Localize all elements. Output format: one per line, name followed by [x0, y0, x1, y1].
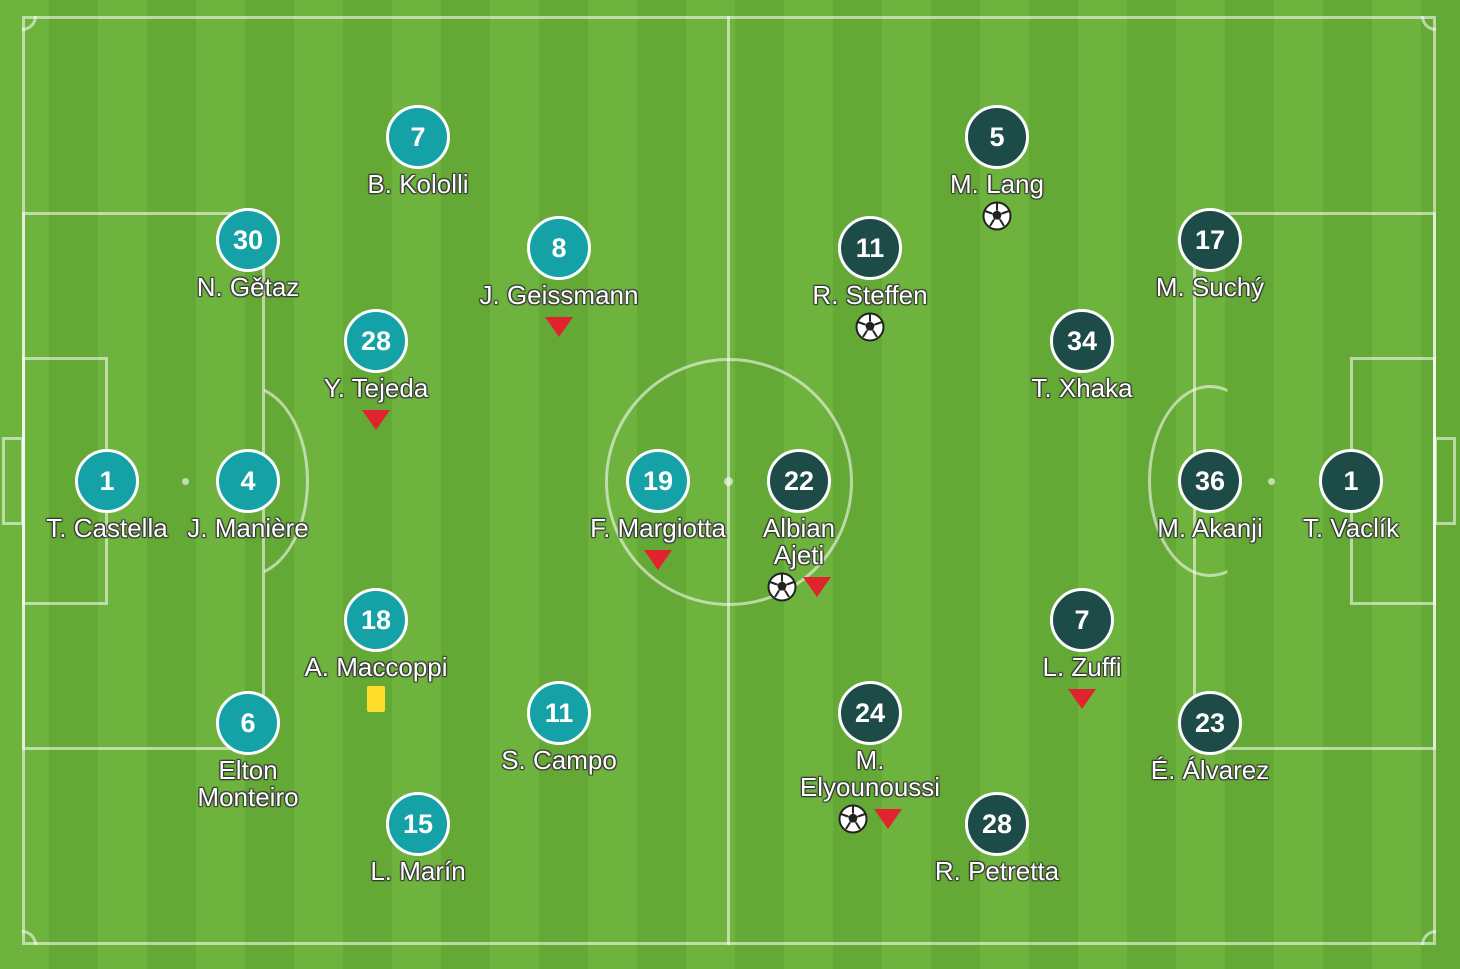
player-name: Y. Tejeda — [323, 373, 429, 403]
player-home-margiotta[interactable]: 19 F. Margiotta — [578, 449, 738, 576]
player-away-zuffi[interactable]: 7 L. Zuffi — [1002, 588, 1162, 715]
player-number-badge: 4 — [216, 449, 280, 513]
player-number-badge: 28 — [965, 792, 1029, 856]
player-away-steffen[interactable]: 11 R. Steffen — [790, 216, 950, 343]
player-number-badge: 1 — [75, 449, 139, 513]
player-home-getaz[interactable]: 30 N. Gětaz — [168, 208, 328, 335]
corner-arc-top-left — [22, 16, 37, 31]
player-number-badge: 34 — [1050, 309, 1114, 373]
player-events — [767, 571, 831, 603]
player-away-akanji[interactable]: 36 M. Akanji — [1130, 449, 1290, 576]
player-home-kololli[interactable]: 7 B. Kololli — [338, 105, 498, 232]
player-events — [362, 404, 390, 436]
goal-ball-icon — [767, 572, 797, 602]
substitution-icon — [1068, 689, 1096, 709]
player-number-badge: 8 — [527, 216, 591, 280]
player-name: R. Steffen — [812, 280, 928, 310]
player-number-badge: 7 — [386, 105, 450, 169]
player-number-badge: 36 — [1178, 449, 1242, 513]
substitution-icon — [874, 809, 902, 829]
player-home-maccoppi[interactable]: 18 A. Maccoppi — [296, 588, 456, 715]
player-away-xhaka[interactable]: 34 T. Xhaka — [1002, 309, 1162, 436]
left-goal — [2, 437, 24, 525]
player-number-badge: 17 — [1178, 208, 1242, 272]
right-goal — [1434, 437, 1456, 525]
player-number-badge: 19 — [626, 449, 690, 513]
player-away-elyounoussi[interactable]: 24 M. Elyounoussi — [790, 681, 950, 835]
player-events — [1068, 683, 1096, 715]
player-number-badge: 7 — [1050, 588, 1114, 652]
player-number-badge: 22 — [767, 449, 831, 513]
player-home-castella[interactable]: 1 T. Castella — [27, 449, 187, 576]
player-home-elton-monteiro[interactable]: 6 Elton Monteiro — [168, 691, 328, 845]
player-number-badge: 11 — [527, 681, 591, 745]
corner-arc-top-right — [1421, 16, 1436, 31]
player-name: L. Zuffi — [1042, 652, 1122, 682]
player-name: Albian Ajeti — [762, 513, 836, 570]
corner-arc-bottom-left — [22, 930, 37, 945]
center-circle — [605, 358, 853, 606]
player-number-badge: 11 — [838, 216, 902, 280]
player-home-campo[interactable]: 11 S. Campo — [479, 681, 639, 808]
player-events — [545, 311, 573, 343]
player-away-petretta[interactable]: 28 R. Petretta — [917, 792, 1077, 919]
player-number-badge: 24 — [838, 681, 902, 745]
player-name: J. Geissmann — [479, 280, 639, 310]
center-spot — [724, 477, 733, 486]
player-name: L. Marín — [370, 856, 466, 886]
player-number-badge: 28 — [344, 309, 408, 373]
player-away-ajeti[interactable]: 22 Albian Ajeti — [719, 449, 879, 603]
substitution-icon — [644, 550, 672, 570]
player-name: T. Vaclík — [1302, 513, 1400, 543]
player-number-badge: 6 — [216, 691, 280, 755]
player-number-badge: 15 — [386, 792, 450, 856]
player-events — [982, 200, 1012, 232]
player-name: F. Margiotta — [590, 513, 726, 543]
player-away-lang[interactable]: 5 M. Lang — [917, 105, 1077, 232]
player-home-geissmann[interactable]: 8 J. Geissmann — [479, 216, 639, 343]
player-away-vaclik[interactable]: 1 T. Vaclík — [1271, 449, 1431, 576]
substitution-icon — [803, 577, 831, 597]
player-number-badge: 5 — [965, 105, 1029, 169]
player-events — [838, 803, 902, 835]
player-number-badge: 30 — [216, 208, 280, 272]
player-name: M. Elyounoussi — [799, 745, 941, 802]
left-penalty-spot — [182, 478, 189, 485]
player-number-badge: 1 — [1319, 449, 1383, 513]
player-name: S. Campo — [501, 745, 617, 775]
player-name: R. Petretta — [934, 856, 1060, 886]
player-home-marin[interactable]: 15 L. Marín — [338, 792, 498, 919]
player-name: T. Xhaka — [1031, 373, 1133, 403]
player-name: N. Gětaz — [196, 272, 300, 302]
goal-ball-icon — [982, 201, 1012, 231]
player-home-tejeda[interactable]: 28 Y. Tejeda — [296, 309, 456, 436]
player-name: A. Maccoppi — [304, 652, 448, 682]
corner-arc-bottom-right — [1421, 930, 1436, 945]
right-penalty-spot — [1268, 478, 1275, 485]
player-home-maniere[interactable]: 4 J. Manière — [168, 449, 328, 576]
player-away-suchy[interactable]: 17 M. Suchý — [1130, 208, 1290, 335]
player-name: Elton Monteiro — [197, 755, 299, 812]
player-away-alvarez[interactable]: 23 É. Álvarez — [1130, 691, 1290, 818]
goal-ball-icon — [855, 312, 885, 342]
player-name: J. Manière — [187, 513, 309, 543]
player-events — [367, 683, 385, 715]
player-events — [644, 544, 672, 576]
yellow-card-icon — [367, 686, 385, 712]
player-number-badge: 23 — [1178, 691, 1242, 755]
player-name: M. Akanji — [1157, 513, 1263, 543]
substitution-icon — [545, 317, 573, 337]
player-name: T. Castella — [46, 513, 168, 543]
goal-ball-icon — [838, 804, 868, 834]
player-number-badge: 18 — [344, 588, 408, 652]
player-name: É. Álvarez — [1150, 755, 1270, 785]
substitution-icon — [362, 410, 390, 430]
player-name: M. Lang — [950, 169, 1044, 199]
player-events — [855, 311, 885, 343]
player-name: B. Kololli — [367, 169, 469, 199]
player-name: M. Suchý — [1155, 272, 1265, 302]
